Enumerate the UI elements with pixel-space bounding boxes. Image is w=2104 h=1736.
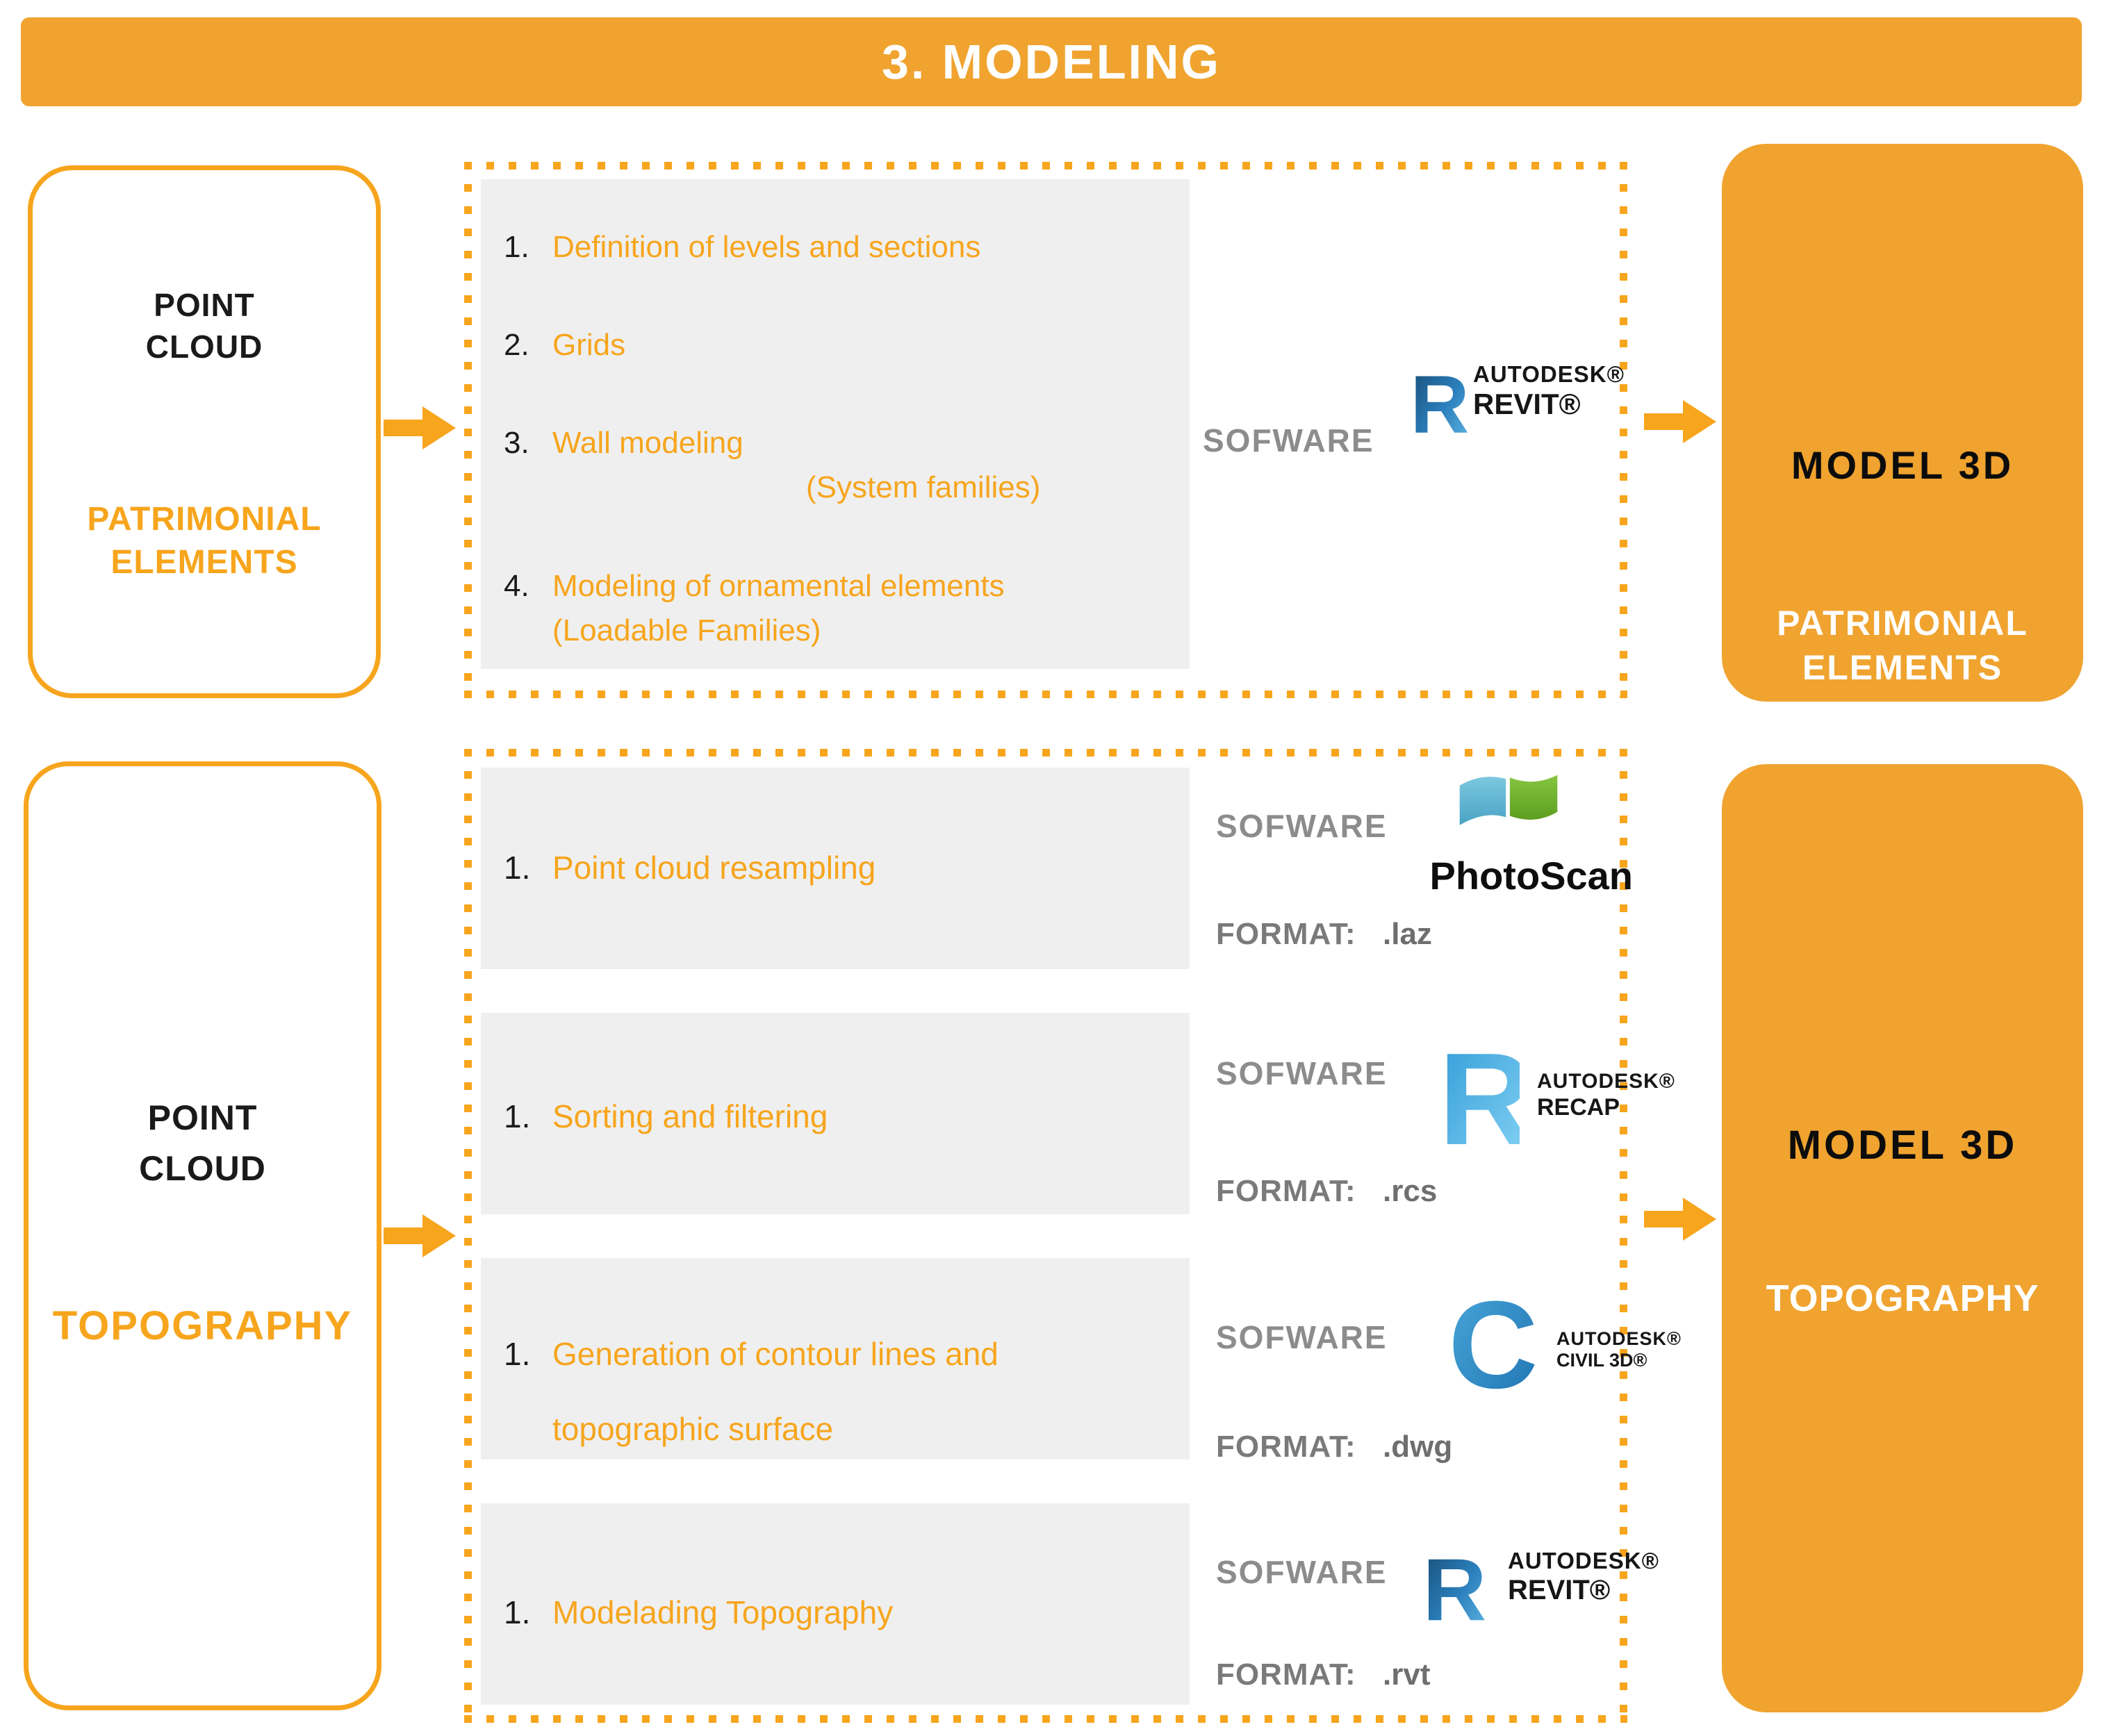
topography-step-panel (481, 1258, 1190, 1460)
software-label: SOFWARE (1216, 1319, 1388, 1355)
autodesk-brand-text: AUTODESK® (1537, 1070, 1675, 1093)
format-value: .laz (1383, 917, 1432, 951)
format-value: .dwg (1383, 1430, 1453, 1464)
step-number: 1. (504, 1098, 531, 1134)
model-3d-patrimonial-box: MODEL 3D PATRIMONIAL ELEMENTS (1722, 144, 2083, 702)
step-number: 1. (504, 1594, 531, 1630)
flow-arrow-right-icon (384, 406, 456, 449)
svg-text:R: R (1411, 367, 1470, 445)
step-number: 1. (504, 230, 529, 264)
format-label: FORMAT: (1216, 1430, 1356, 1464)
model-3d-title: MODEL 3D (1791, 443, 2014, 487)
topography-steps-dotted-box (464, 749, 1627, 1723)
autodesk-brand-text: AUTODESK® (1556, 1328, 1682, 1349)
format-label: FORMAT: (1216, 1658, 1356, 1692)
software-label: SOFWARE (1216, 808, 1388, 844)
step-subtext: (Loadable Families) (552, 613, 821, 647)
step-item: 3. Wall modeling (504, 425, 743, 462)
svg-text:C: C (1451, 1287, 1538, 1403)
step-number: 1. (504, 1336, 531, 1372)
autodesk-civil3d-wordmark: AUTODESK® CIVIL 3D® (1556, 1328, 1682, 1371)
flow-arrow-right-icon (384, 1214, 456, 1257)
svg-text:R: R (1426, 1540, 1486, 1639)
topography-step-panel (481, 1503, 1190, 1705)
section-banner: 3. MODELING (21, 17, 2082, 106)
step-text: Generation of contour lines and (552, 1336, 998, 1372)
step-number: 3. (504, 426, 529, 460)
step-text: Wall modeling (552, 426, 743, 460)
product-name-text: PhotoScan (1429, 854, 1633, 898)
recap-r-logo-icon: R (1442, 1036, 1520, 1163)
point-cloud-topography-box: POINT CLOUD TOPOGRAPHY (24, 761, 381, 1710)
flow-arrow-right-icon (1644, 400, 1716, 443)
patrimonial-elements-result-label: PATRIMONIAL ELEMENTS (1777, 604, 2028, 687)
step-item: 1. Definition of levels and sections (504, 229, 980, 266)
format-value: .rcs (1383, 1174, 1438, 1208)
product-name-text: CIVIL 3D® (1556, 1350, 1647, 1371)
software-label: SOFWARE (1216, 1055, 1388, 1091)
software-label: SOFWARE (1216, 1554, 1388, 1590)
patrimonial-steps-panel (481, 179, 1190, 669)
svg-text:R: R (1442, 1036, 1520, 1163)
software-label: SOFWARE (1203, 422, 1374, 458)
civil3d-c-logo-icon: C (1451, 1287, 1547, 1403)
revit-r-logo-icon: R (1411, 367, 1480, 445)
product-name-text: REVIT® (1473, 387, 1581, 420)
model-3d-title: MODEL 3D (1787, 1123, 2018, 1168)
step-subtext: topographic surface (552, 1411, 834, 1447)
step-number: 2. (504, 328, 529, 362)
step-item: 1. Point cloud resampling (504, 849, 876, 887)
autodesk-revit-wordmark: AUTODESK® REVIT® (1508, 1548, 1659, 1606)
topography-step-panel (481, 768, 1190, 969)
autodesk-recap-wordmark: AUTODESK® RECAP (1537, 1070, 1675, 1121)
flow-arrow-right-icon (1644, 1198, 1716, 1241)
format-label: FORMAT: (1216, 1174, 1356, 1208)
step-text: Point cloud resampling (552, 850, 876, 886)
step-number: 1. (504, 850, 531, 886)
step-number: 4. (504, 569, 529, 603)
step-item: 2. Grids (504, 327, 625, 364)
step-item: 1. Sorting and filtering (504, 1098, 828, 1136)
patrimonial-steps-dotted-box (464, 162, 1627, 698)
product-name-text: REVIT® (1508, 1574, 1611, 1605)
step-text: Sorting and filtering (552, 1098, 828, 1134)
autodesk-brand-text: AUTODESK® (1473, 361, 1625, 387)
product-name-text: RECAP (1537, 1093, 1620, 1121)
model-3d-topography-box: MODEL 3D TOPOGRAPHY (1722, 764, 2083, 1712)
point-cloud-title: POINT CLOUD (145, 287, 263, 365)
patrimonial-elements-label: PATRIMONIAL ELEMENTS (87, 501, 322, 581)
step-item: 1. Modelading Topography (504, 1594, 893, 1632)
step-item: 4. Modeling of ornamental elements (504, 568, 1005, 605)
topography-label: TOPOGRAPHY (52, 1303, 353, 1348)
topography-result-label: TOPOGRAPHY (1766, 1278, 2039, 1319)
step-subtext: (System families) (806, 470, 1041, 504)
autodesk-revit-wordmark: AUTODESK® REVIT® (1473, 361, 1625, 421)
format-label: FORMAT: (1216, 917, 1356, 951)
step-item: 1. Generation of contour lines and (504, 1335, 998, 1373)
point-cloud-patrimonial-box: POINT CLOUD PATRIMONIAL ELEMENTS (28, 165, 381, 698)
topography-step-panel (481, 1013, 1190, 1214)
photoscan-flag-logo-icon (1456, 770, 1561, 836)
step-text: Definition of levels and sections (552, 230, 981, 264)
step-text: Modelading Topography (552, 1594, 894, 1630)
step-text: Grids (552, 328, 626, 362)
format-value: .rvt (1383, 1658, 1431, 1692)
step-text: Modeling of ornamental elements (552, 569, 1005, 603)
point-cloud-title: POINT CLOUD (139, 1098, 266, 1188)
revit-r-logo-icon: R (1426, 1535, 1495, 1646)
autodesk-brand-text: AUTODESK® (1508, 1548, 1659, 1573)
